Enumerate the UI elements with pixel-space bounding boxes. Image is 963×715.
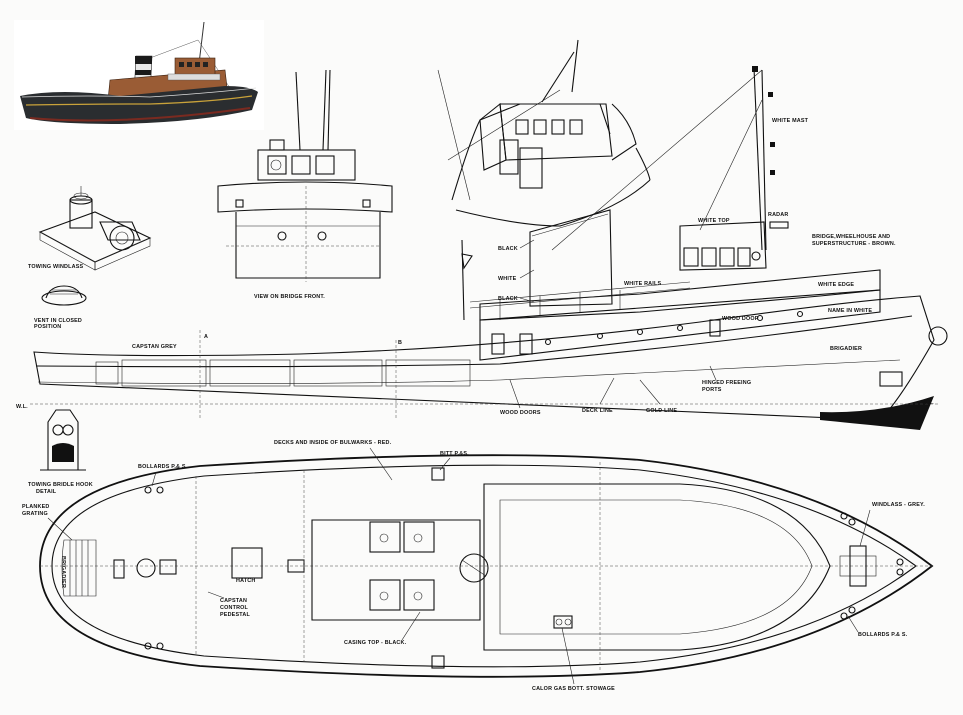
- white-edge-label: WHITE EDGE: [818, 282, 854, 288]
- vent-sketch: [41, 285, 87, 306]
- model-photo: [14, 20, 264, 130]
- bridge-brown-label-1: BRIDGE,WHEELHOUSE AND: [812, 234, 890, 240]
- bollards-right-label: BOLLARDS P.& S.: [858, 632, 908, 638]
- planked-label-2: GRATING: [22, 511, 48, 517]
- bridle-label-1: TOWING BRIDLE HOOK: [28, 482, 93, 488]
- towing-windlass-label: TOWING WINDLASS: [28, 264, 84, 270]
- white-mast-label: WHITE MAST: [772, 118, 809, 124]
- bridge-front-label: VIEW ON BRIDGE FRONT.: [254, 294, 325, 300]
- wl-left-label: W.L.: [16, 404, 28, 410]
- deck-line-label: DECK LINE: [582, 408, 613, 414]
- planked-grating: [61, 539, 97, 597]
- gold-line-label: GOLD LINE: [646, 408, 677, 414]
- leader-lines: [47, 239, 871, 685]
- hatch-label: HATCH: [236, 578, 255, 584]
- wl-right-label: W.L.: [922, 400, 934, 406]
- bridle-label-2: DETAIL: [36, 489, 57, 495]
- hull-name-label: BRIGADIER: [830, 346, 862, 352]
- white-top-label: WHITE TOP: [698, 218, 730, 224]
- bridle-hook-sketch: [40, 409, 86, 471]
- decks-red-label: DECKS AND INSIDE OF BULWARKS - RED.: [274, 440, 392, 446]
- superstructure-perspective-sketch: [437, 39, 651, 227]
- bridge-front-view: [217, 69, 393, 282]
- capstan-label-1: CAPSTAN: [220, 598, 247, 604]
- hinged-ports-label-1: HINGED FREEING: [702, 380, 751, 386]
- black-label-2: BLACK: [498, 296, 518, 302]
- bollards-left-label: BOLLARDS P.& S.: [138, 464, 188, 470]
- capstan-label-3: PEDESTAL: [220, 612, 250, 618]
- white-label-1: WHITE: [498, 276, 517, 282]
- section-b-label: B: [398, 340, 402, 346]
- bridge-brown-label-2: SUPERSTRUCTURE - BROWN.: [812, 241, 896, 247]
- vent-label-2: POSITION: [34, 324, 61, 330]
- section-a-label: A: [204, 334, 208, 340]
- stern-name-label: BRIGADIER: [60, 556, 66, 588]
- casing-top-label: CASING TOP - BLACK.: [344, 640, 407, 646]
- wood-doors-label: WOOD DOORS: [500, 410, 541, 416]
- planked-label-1: PLANKED: [22, 504, 49, 510]
- capstan-label-2: CONTROL: [220, 605, 249, 611]
- vent-label-1: VENT IN CLOSED: [34, 318, 82, 324]
- white-rails-label: WHITE RAILS: [624, 281, 661, 287]
- name-white-label: NAME IN WHITE: [828, 308, 872, 314]
- radar-label: RADAR: [768, 212, 788, 218]
- hinged-ports-label-2: PORTS: [702, 387, 722, 393]
- black-label-1: BLACK: [498, 246, 518, 252]
- calor-gas-label: CALOR GAS BOTT. STOWAGE: [532, 686, 615, 692]
- windlass-grey-label: WINDLASS - GREY.: [872, 502, 925, 508]
- deck-plan-view: [39, 454, 934, 678]
- side-elevation: [30, 66, 948, 430]
- capstan-grey-label: CAPSTAN GREY: [132, 344, 177, 350]
- bitt-label: BITT P.&S.: [440, 451, 469, 457]
- wood-door-label: WOOD DOOR: [722, 316, 759, 322]
- towing-windlass-sketch: [38, 186, 152, 271]
